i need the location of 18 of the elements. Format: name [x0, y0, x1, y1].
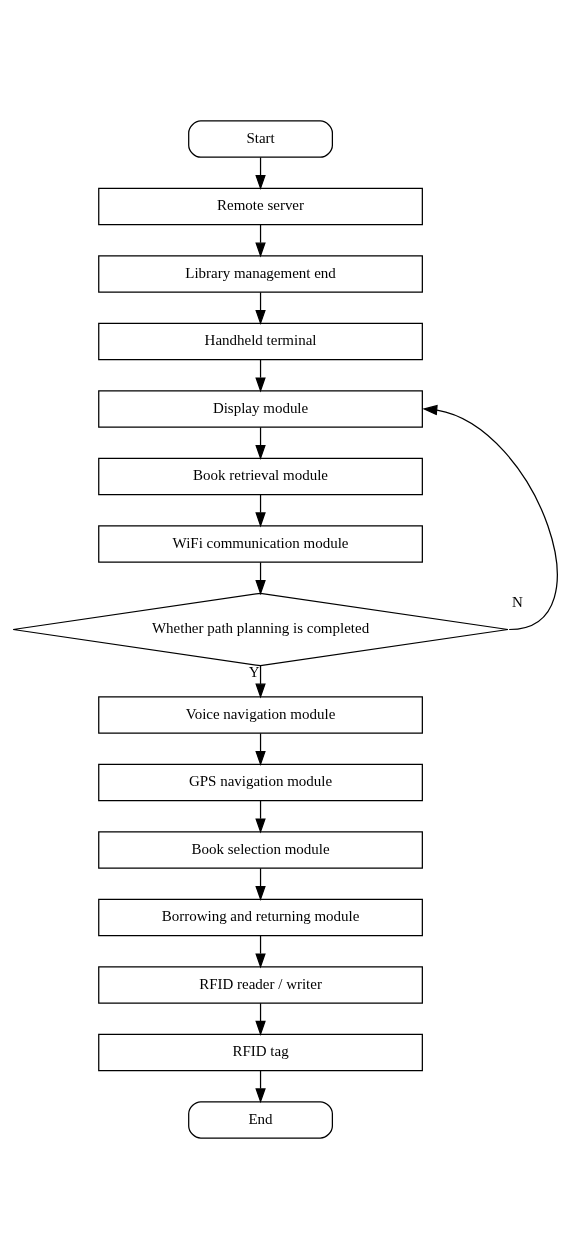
- arrow: [422, 404, 558, 631]
- edge-label: N: [511, 594, 523, 611]
- arrow: [255, 561, 266, 596]
- node-box: Handheld terminal: [98, 322, 423, 361]
- node-box: Library management end: [98, 255, 423, 293]
- node-box: Remote server: [98, 187, 423, 226]
- node-box: RFID reader / writer: [98, 966, 423, 1004]
- node-box: Display module: [98, 390, 423, 428]
- node-box: Book selection module: [98, 831, 423, 869]
- node-box: Borrowing and returning module: [98, 898, 423, 937]
- node-box: GPS navigation module: [98, 763, 423, 802]
- node-box: RFID tag: [98, 1033, 423, 1072]
- node-diamond: Whether path planning is completed: [12, 592, 509, 667]
- node-box: Voice navigation module: [98, 696, 423, 734]
- node-box: WiFi communication module: [98, 525, 423, 563]
- node-box: End: [188, 1101, 333, 1139]
- node-box: Book retrieval module: [98, 457, 423, 496]
- node-box: Start: [188, 120, 333, 158]
